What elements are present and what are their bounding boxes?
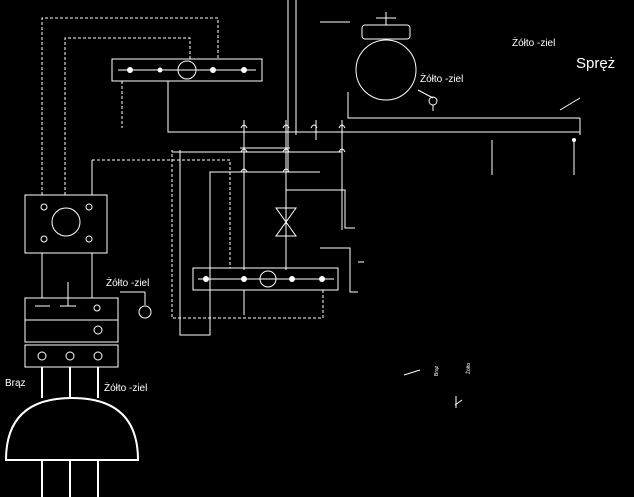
- label-zolto-ziel-terminal: Żółto -ziel: [106, 276, 149, 289]
- misc-marks: [403, 369, 463, 408]
- label-zolto-ziel-bottom: Żółto -ziel: [104, 381, 147, 394]
- label-zolto-small: Żółto: [465, 363, 472, 374]
- top-wiring: [41, 0, 580, 195]
- motor-terminal-block: [24, 160, 108, 298]
- label-braz: Brąz: [5, 378, 26, 389]
- center-bus: [92, 120, 346, 336]
- label-sprez: Spręż: [576, 55, 615, 72]
- compressor-motor: [320, 12, 580, 119]
- terminal-strip: [24, 282, 152, 368]
- power-plug: [4, 367, 140, 497]
- compressor-switch: [491, 97, 581, 175]
- pressure-switch-bar: [111, 58, 263, 82]
- solenoid-valve: [275, 189, 355, 250]
- label-zolto-ziel-top: Żółto -ziel: [512, 36, 555, 49]
- label-zolto-ziel-motor: Żółto -ziel: [420, 72, 463, 85]
- label-braz-small: Brąz: [434, 365, 440, 376]
- relay-bar: [171, 150, 364, 319]
